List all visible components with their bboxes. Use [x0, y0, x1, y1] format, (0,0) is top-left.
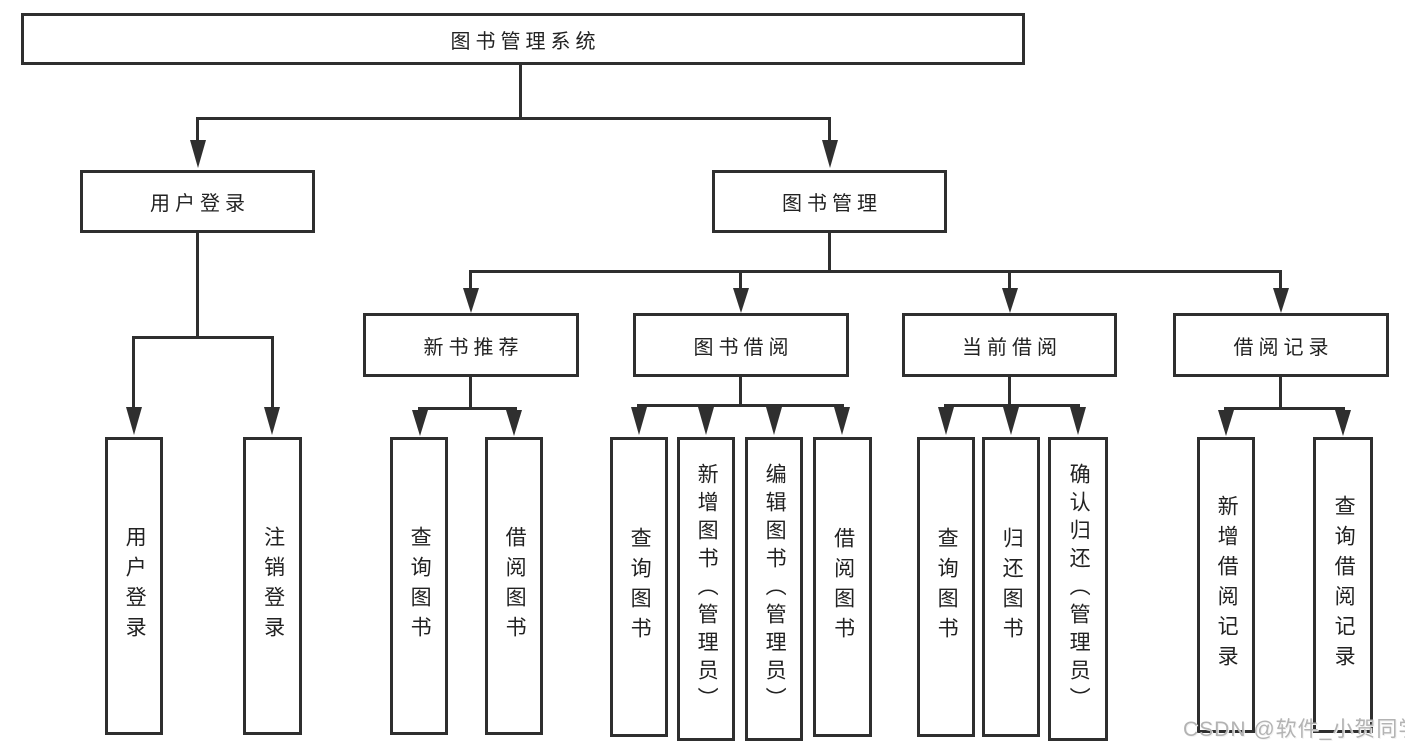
node-borrow-records: 借阅记录 [1173, 313, 1389, 377]
leaf-label: 注销登录 [261, 526, 285, 646]
leaf-query-borrow-record: 查询借阅记录 [1313, 437, 1373, 733]
leaf-logout: 注销登录 [243, 437, 302, 735]
connector-drop [1279, 270, 1282, 288]
leaf-label: 查询图书 [935, 527, 959, 647]
node-book-borrow: 图书借阅 [633, 313, 849, 377]
connector-user-login-stem [196, 233, 199, 336]
node-new-book-recommend: 新书推荐 [363, 313, 579, 377]
node-book-management: 图书管理 [712, 170, 947, 233]
connector-stem [739, 377, 742, 404]
leaf-borrow-books-recommend: 借阅图书 [485, 437, 543, 735]
connector-split [637, 404, 844, 407]
node-label: 当前借阅 [962, 336, 1062, 359]
arrow-down-icon [822, 140, 838, 168]
arrow-down-icon [1218, 410, 1234, 436]
arrow-down-icon [126, 407, 142, 435]
arrow-down-icon [834, 407, 850, 435]
leaf-label: 查询借阅记录 [1332, 495, 1356, 675]
leaf-label: 借阅图书 [831, 527, 855, 647]
csdn-watermark: CSDN @软件_小贺同学 [1183, 718, 1405, 741]
node-label: 图书管理 [782, 193, 882, 215]
leaf-label: 新增借阅记录 [1215, 495, 1239, 675]
arrow-down-icon [1002, 288, 1018, 313]
arrow-down-icon [190, 140, 206, 168]
leaf-label: 新增图书（管理员） [695, 463, 719, 715]
connector-drop [1008, 270, 1011, 288]
leaf-return-books: 归还图书 [982, 437, 1040, 737]
connector-split [944, 404, 1080, 407]
node-label: 新书推荐 [423, 336, 524, 359]
leaf-label: 查询图书 [628, 527, 652, 647]
arrow-down-icon [412, 410, 428, 436]
leaf-label: 借阅图书 [503, 526, 527, 646]
arrow-down-icon [1070, 407, 1086, 435]
leaf-confirm-return-admin: 确认归还（管理员） [1048, 437, 1108, 741]
leaf-label: 查询图书 [408, 526, 432, 646]
connector-book-mgmt-split [470, 270, 1282, 273]
leaf-label: 归还图书 [1000, 527, 1024, 647]
node-label: 用户登录 [150, 193, 250, 215]
arrow-down-icon [733, 288, 749, 313]
leaf-query-books-borrow: 查询图书 [610, 437, 668, 737]
node-label: 图书管理系统 [450, 30, 601, 53]
arrow-down-icon [1273, 288, 1289, 313]
arrow-down-icon [1335, 410, 1351, 436]
connector-stem [1279, 377, 1282, 407]
arrow-down-icon [506, 410, 522, 436]
arrow-down-icon [1003, 407, 1019, 435]
leaf-label: 用户登录 [123, 526, 147, 646]
node-label: 借阅记录 [1233, 336, 1334, 359]
arrow-down-icon [766, 407, 782, 435]
connector-user-login-split [132, 336, 274, 339]
connector-book-mgmt-stem [828, 233, 831, 270]
connector-root-split [196, 117, 831, 120]
leaf-add-borrow-record: 新增借阅记录 [1197, 437, 1255, 733]
arrow-down-icon [698, 407, 714, 435]
arrow-down-icon [264, 407, 280, 435]
arrow-down-icon [463, 288, 479, 313]
connector-user-login-drop [196, 117, 199, 140]
node-current-borrow: 当前借阅 [902, 313, 1117, 377]
leaf-edit-book-admin: 编辑图书（管理员） [745, 437, 803, 741]
connector-book-mgmt-drop [828, 117, 831, 140]
node-label: 图书借阅 [693, 336, 794, 359]
leaf-query-books-current: 查询图书 [917, 437, 975, 737]
arrow-down-icon [938, 407, 954, 435]
connector-split [1224, 407, 1345, 410]
connector-split [418, 407, 517, 410]
connector-root-stem [519, 65, 522, 117]
connector-drop [739, 270, 742, 288]
leaf-borrow-books-borrow: 借阅图书 [813, 437, 872, 737]
leaf-label: 确认归还（管理员） [1067, 463, 1091, 715]
node-user-login: 用户登录 [80, 170, 315, 233]
connector-stem [1008, 377, 1011, 404]
connector-drop [271, 336, 274, 407]
node-library-management-system: 图书管理系统 [21, 13, 1025, 65]
leaf-query-books-recommend: 查询图书 [390, 437, 448, 735]
leaf-user-login: 用户登录 [105, 437, 163, 735]
arrow-down-icon [631, 407, 647, 435]
connector-stem [469, 377, 472, 407]
connector-drop [132, 336, 135, 407]
leaf-label: 编辑图书（管理员） [763, 463, 787, 715]
leaf-add-book-admin: 新增图书（管理员） [677, 437, 735, 741]
connector-drop [469, 270, 472, 288]
